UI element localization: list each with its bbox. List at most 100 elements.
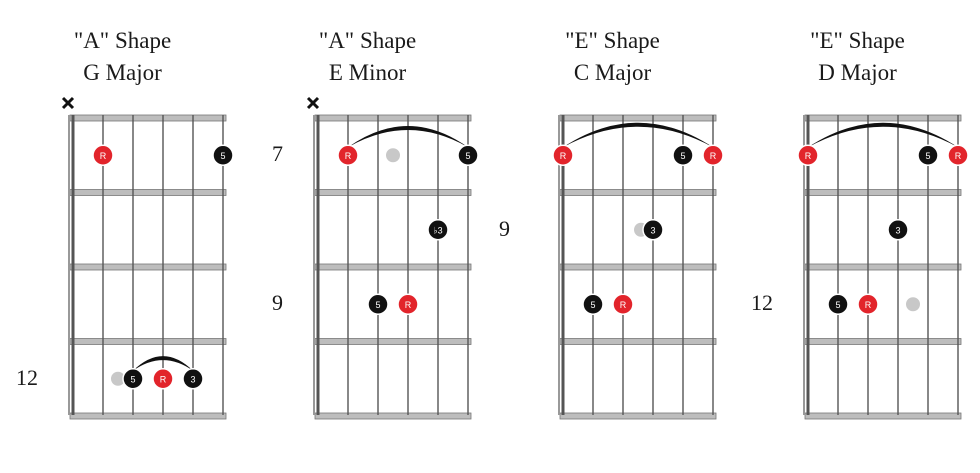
chord-tone-dot: 5 xyxy=(672,144,694,166)
note-label: R xyxy=(100,151,107,161)
chord-tone-dot: 3 xyxy=(182,368,204,390)
note-label: 5 xyxy=(220,151,225,161)
barre-arc xyxy=(348,126,468,148)
guitar-string xyxy=(837,115,839,415)
fret-line xyxy=(559,114,717,122)
fret-line xyxy=(559,412,717,420)
muted-string-icon xyxy=(61,96,75,110)
guitar-string xyxy=(806,115,810,415)
diagram-title-chord: G Major xyxy=(83,60,162,85)
root-note-dot: R xyxy=(152,368,174,390)
fret-line xyxy=(804,263,962,271)
guitar-string xyxy=(561,115,565,415)
fret-number-label: 7 xyxy=(272,141,283,167)
root-note-dot: R xyxy=(702,144,724,166)
diagram-title-shape: "E" Shape xyxy=(565,28,660,53)
fret-line xyxy=(69,263,227,271)
fretboard-edge xyxy=(313,115,315,415)
guitar-string xyxy=(957,115,959,415)
guitar-string xyxy=(316,115,320,415)
fret-line xyxy=(314,114,472,122)
guitar-string xyxy=(897,115,899,415)
fret-line xyxy=(804,114,962,122)
guitar-string xyxy=(222,115,224,415)
note-label: 5 xyxy=(925,151,930,161)
root-note-dot: R xyxy=(797,144,819,166)
root-note-dot: R xyxy=(337,144,359,166)
fret-line xyxy=(69,114,227,122)
chord-tone-dot: ♭3 xyxy=(427,219,449,241)
note-label: 5 xyxy=(680,151,685,161)
barre-arc xyxy=(563,122,713,148)
fretboard-edge xyxy=(558,115,560,415)
fret-line xyxy=(314,412,472,420)
diagram-title-shape: "A" Shape xyxy=(318,28,417,53)
guitar-string xyxy=(407,115,409,415)
note-label: R xyxy=(345,151,352,161)
note-label: R xyxy=(955,151,962,161)
fret-line xyxy=(804,189,962,196)
note-label: R xyxy=(160,374,167,384)
muted-string-icon xyxy=(306,96,320,110)
fret-line xyxy=(69,189,227,196)
note-label: R xyxy=(620,300,627,310)
root-note-dot: R xyxy=(92,144,114,166)
diagram-title-shape: "E" Shape xyxy=(810,28,905,53)
guitar-string xyxy=(467,115,469,415)
note-label: R xyxy=(405,300,412,310)
root-note-dot: R xyxy=(612,293,634,315)
guitar-string xyxy=(927,115,929,415)
guitar-string xyxy=(592,115,594,415)
root-note-dot: R xyxy=(947,144,969,166)
ghost-note-dot xyxy=(386,148,400,163)
fret-number-label: 12 xyxy=(751,290,773,316)
guitar-string xyxy=(867,115,869,415)
barre-arc xyxy=(808,122,958,148)
note-label: R xyxy=(560,151,567,161)
fret-line xyxy=(804,412,962,420)
note-label: 3 xyxy=(895,225,900,235)
chord-tone-dot: 5 xyxy=(457,144,479,166)
chord-tone-dot: 5 xyxy=(212,144,234,166)
guitar-string xyxy=(132,115,134,415)
diagram-title-chord: D Major xyxy=(818,60,897,85)
root-note-dot: R xyxy=(397,293,419,315)
note-label: R xyxy=(865,300,872,310)
chord-tone-dot: 5 xyxy=(367,293,389,315)
fret-number-label: 9 xyxy=(272,290,283,316)
note-label: 3 xyxy=(190,374,195,384)
root-note-dot: R xyxy=(857,293,879,315)
ghost-note-dot xyxy=(111,371,125,386)
diagram-title-chord: C Major xyxy=(573,60,652,85)
fret-line xyxy=(559,263,717,271)
chord-tone-dot: 5 xyxy=(582,293,604,315)
barre-arc xyxy=(133,356,193,371)
note-label: ♭3 xyxy=(433,225,442,235)
guitar-string xyxy=(437,115,439,415)
guitar-string xyxy=(347,115,349,415)
note-label: R xyxy=(710,151,717,161)
fret-number-label: 12 xyxy=(16,364,38,390)
guitar-string xyxy=(162,115,164,415)
fret-line xyxy=(314,263,472,271)
root-note-dot: R xyxy=(552,144,574,166)
fret-line xyxy=(559,189,717,196)
guitar-string xyxy=(652,115,654,415)
diagram-title-chord: E Minor xyxy=(328,60,407,85)
guitar-string xyxy=(377,115,379,415)
note-label: 5 xyxy=(835,300,840,310)
guitar-string xyxy=(192,115,194,415)
note-label: 5 xyxy=(375,300,380,310)
ghost-note-dot xyxy=(906,297,920,312)
guitar-string xyxy=(712,115,714,415)
note-label: R xyxy=(805,151,812,161)
note-label: 5 xyxy=(130,374,135,384)
guitar-string xyxy=(71,115,75,415)
fret-line xyxy=(804,338,962,345)
